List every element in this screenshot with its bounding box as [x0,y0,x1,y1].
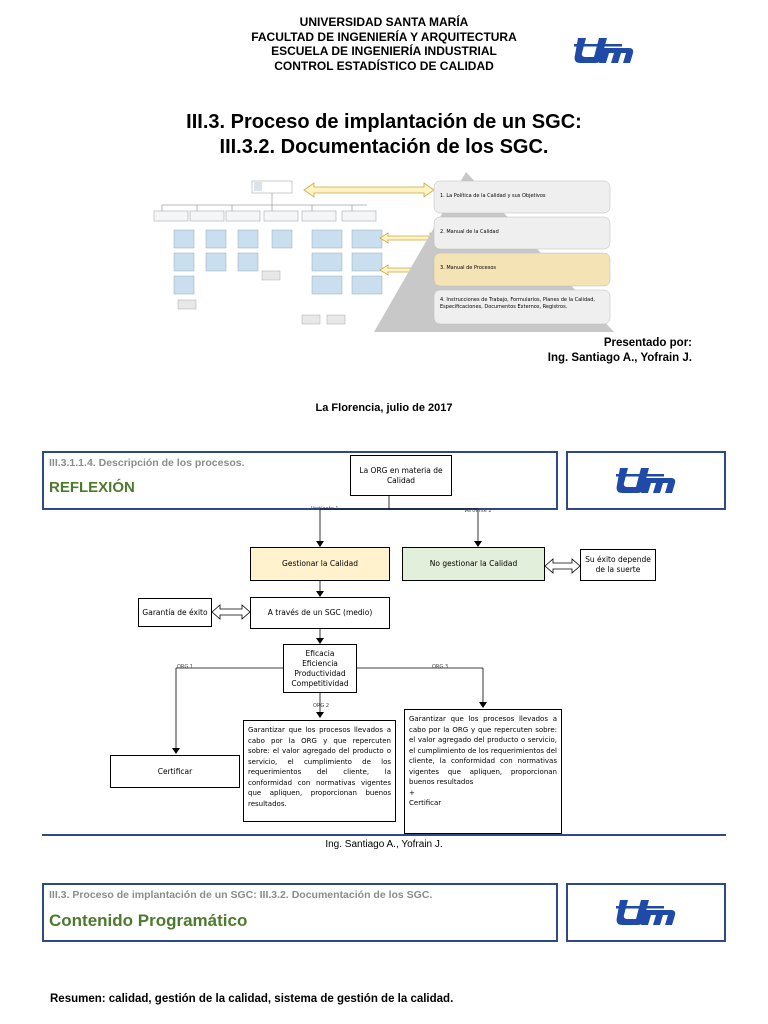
resumen-text: Resumen: calidad, gestión de la calidad,… [50,993,454,1005]
faculty-name: FACULTAD DE INGENIERÍA Y ARQUITECTURA [251,29,517,44]
slide2-heading: Contenido Programático [49,911,248,930]
reflexion-connectors [172,496,581,754]
sgc-box: A través de un SGC (medio) [250,597,390,629]
suerte-box: Su éxito depende de la suerte [580,549,656,581]
title-line-1: III.3. Proceso de implantación de un SGC… [186,111,582,133]
usm-logo [616,900,676,925]
garantia-exito-box: Garantía de éxito [138,598,212,627]
no-gestionar-calidad-box: No gestionar la Calidad [402,547,545,581]
university-name: UNIVERSIDAD SANTA MARÍA [299,15,469,29]
usm-logo [616,468,676,493]
certificar-text-org3: Certificar [409,799,442,807]
org-chart-illustration [153,180,383,325]
plus-sign: + [409,788,415,797]
slide2-logo-panel [566,883,726,942]
presenter-label: Presentado por: [603,337,692,349]
slide2-title-panel: III.3. Proceso de implantación de un SGC… [42,883,558,942]
document-date: La Florencia, julio de 2017 [315,402,453,414]
pyramid-level-1: 1. La Política de la Calidad y sus Objet… [440,193,546,199]
org-2-label: ORG 2 [313,703,330,709]
slide-footer: Ing. Santiago A., Yofrain J. [325,839,443,850]
document-header: UNIVERSIDAD SANTA MARÍA FACULTAD DE INGE… [0,15,768,73]
slide1-heading: REFLEXIÓN [49,479,135,496]
pyramid-level-3: 3. Manual de Procesos [440,265,496,271]
org-1-label: ORG 1 [177,664,194,670]
gestionar-calidad-box: Gestionar la Calidad [250,547,390,581]
slide1-subtitle: III.3.1.1.4. Descripción de los procesos… [49,457,245,469]
org-calidad-box: La ORG en materia de Calidad [350,455,452,496]
garantizar-text-org3: Garantizar que los procesos llevados a c… [409,715,557,786]
slide-bottom-rule [42,834,726,836]
org-3-label: ORG 3 [432,664,449,670]
vertiente-2-label: Vertiente 2 [464,508,492,514]
school-name: ESCUELA DE INGENIERÍA INDUSTRIAL [271,44,497,58]
vertiente-1-label: Vertiente 1 [311,506,339,512]
document-pyramid [374,172,614,332]
pyramid-level-4: 4. Instrucciones de Trabajo, Formularios… [440,297,595,310]
certificar-box: Certificar [110,755,240,788]
title-line-2: III.3.2. Documentación de los SGC. [219,136,549,158]
slide1-title-panel: III.3.1.1.4. Descripción de los procesos… [42,451,558,510]
garantizar-box-org3: Garantizar que los procesos llevados a c… [404,709,562,834]
slide1-logo-panel [566,451,726,510]
garantizar-box-org2: Garantizar que los procesos llevados a c… [243,720,396,822]
course-name: CONTROL ESTADÍSTICO DE CALIDAD [274,58,494,73]
eficacia-box: Eficacia Eficiencia Productividad Compet… [283,644,357,693]
usm-logo [574,38,634,63]
presenter-block: Presentado por: Ing. Santiago A., Yofrai… [548,336,692,366]
presenter-name: Ing. Santiago A., Yofrain J. [547,352,692,364]
slide2-subtitle: III.3. Proceso de implantación de un SGC… [49,889,433,901]
page-title: III.3. Proceso de implantación de un SGC… [0,110,768,160]
pyramid-level-2: 2. Manual de la Calidad [440,229,499,235]
